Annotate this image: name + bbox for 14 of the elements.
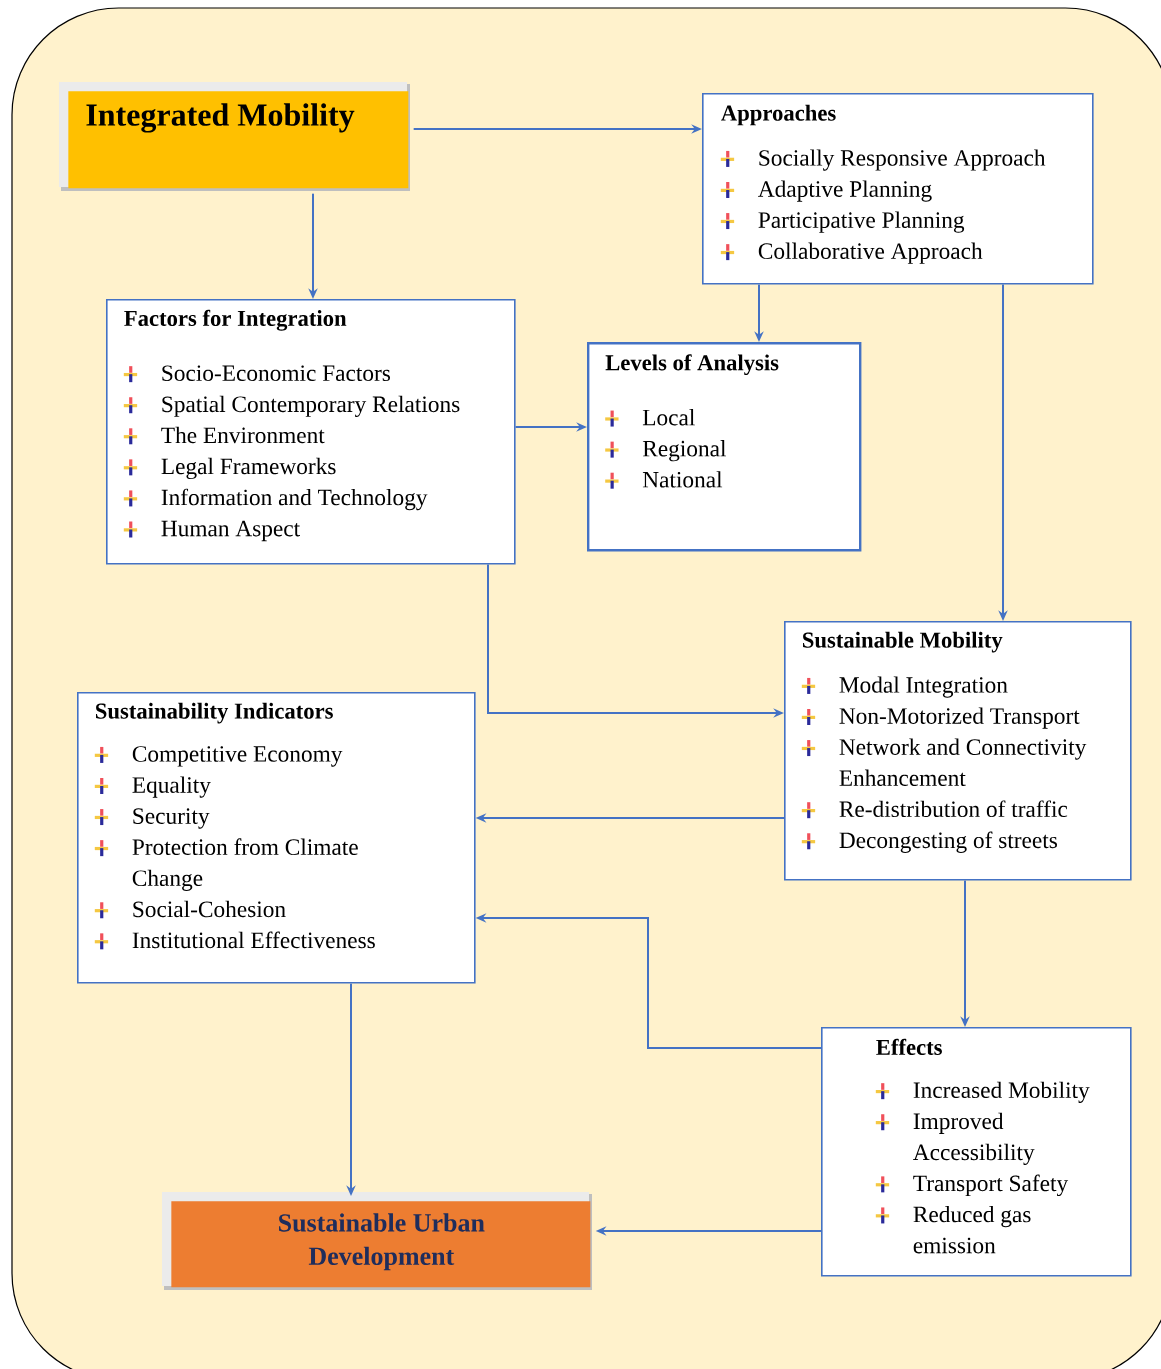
box-heading: Sustainability Indicators bbox=[96, 702, 333, 724]
list-box: Factors for Integration Socio-Economic Factors Spatial Contemporary Relations The Environment Legal Frameworks Information and Technology Human Aspect bbox=[106, 299, 516, 565]
list-box: Approaches Socially Responsive Approach Adaptive Planning Participative Planning Collaborative Approach bbox=[702, 93, 1094, 285]
list-box: Levels of Analysis Local Regional National bbox=[587, 342, 862, 552]
box-heading: Sustainable Mobility bbox=[803, 631, 1003, 653]
list-box: Effects Increased Mobility Improved Accessibility Transport Safety Reduced gas emission bbox=[821, 1027, 1132, 1277]
box-heading: Factors for Integration bbox=[124, 309, 347, 331]
box-heading: Effects bbox=[876, 1038, 942, 1055]
box-heading: Levels of Analysis bbox=[605, 354, 779, 376]
title-box: Sustainable Urban Development bbox=[162, 1192, 592, 1290]
box-heading: Approaches bbox=[721, 104, 836, 126]
list-box: Sustainable Mobility Modal Integration Non-Motorized Transport Network and Connectivity Enhancement Re-distribution of traffic Decongesting of streets bbox=[784, 621, 1132, 881]
title-box: Integrated Mobility bbox=[59, 82, 410, 191]
list-box: Sustainability Indicators Competitive Economy Equality Security Protection from Climate Change Social-Cohesion Institutional Effectiveness bbox=[77, 692, 476, 984]
